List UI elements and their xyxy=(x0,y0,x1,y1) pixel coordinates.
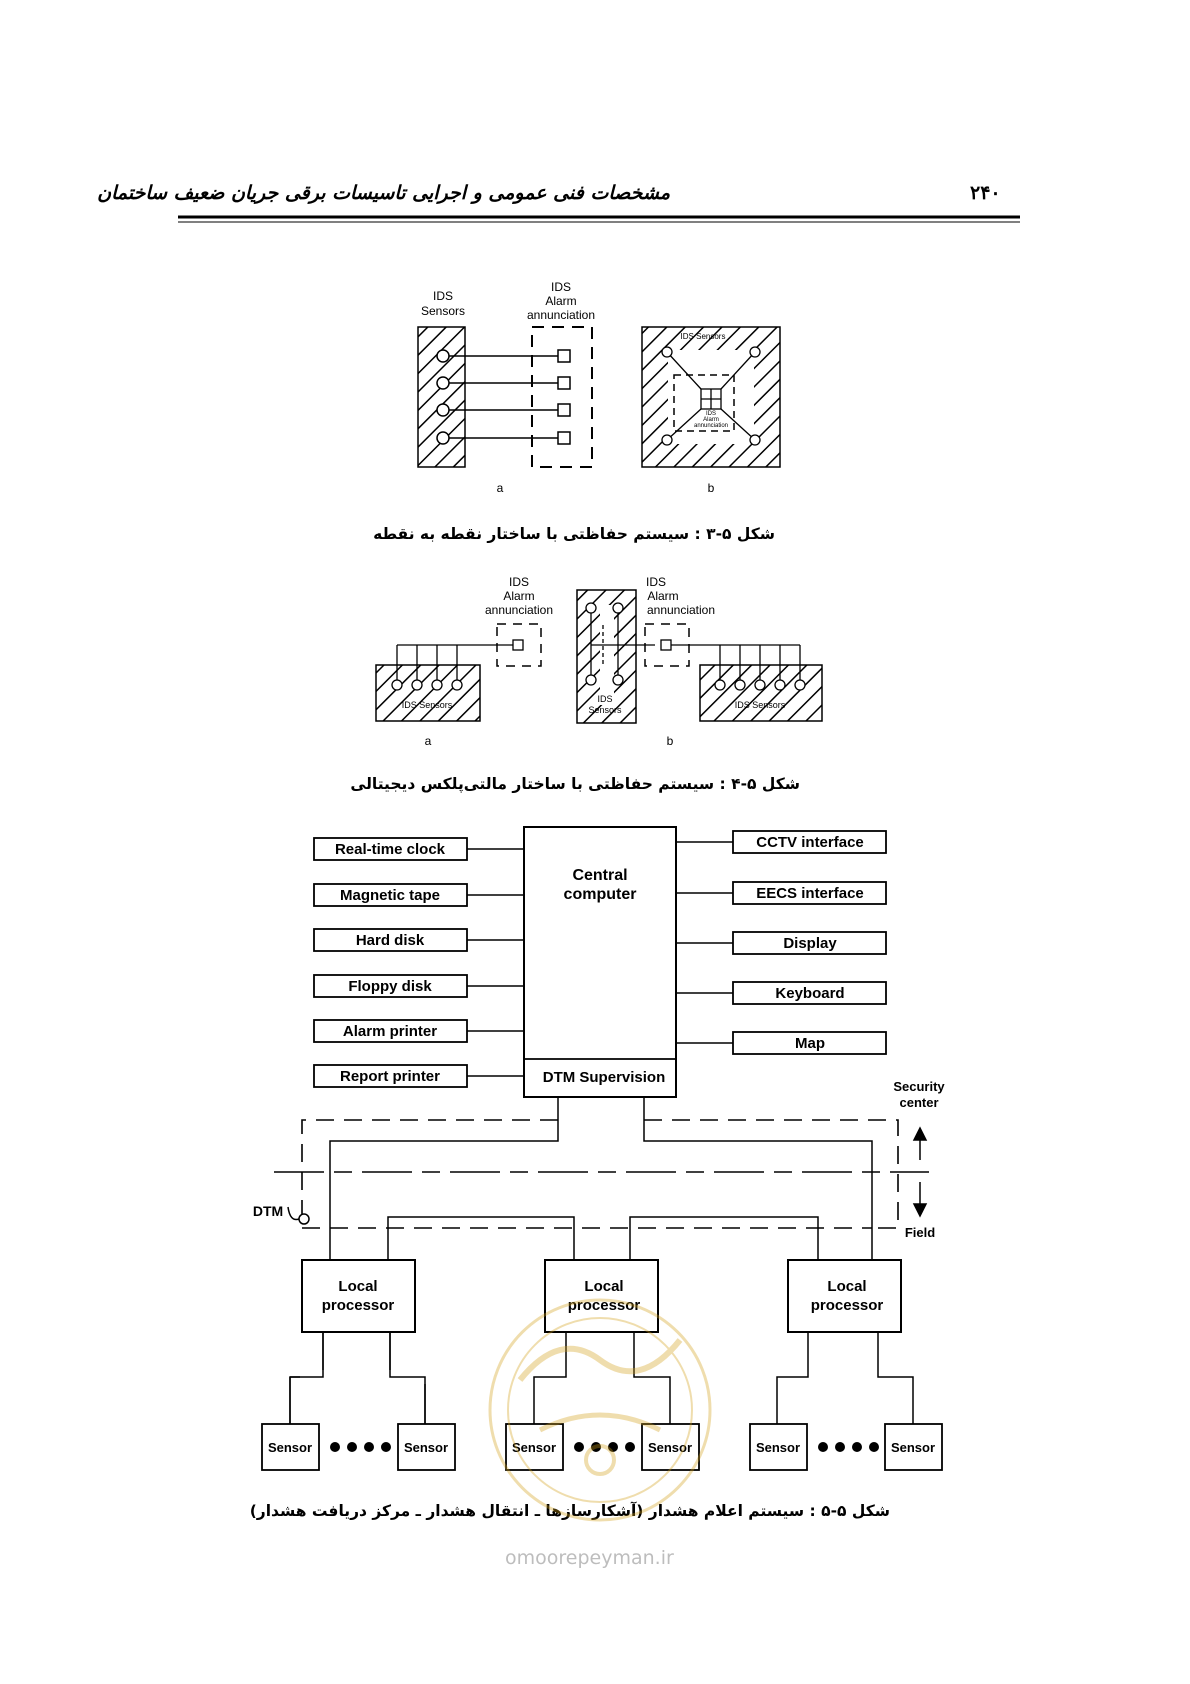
fig5-sensor-6: Sensor xyxy=(891,1440,935,1455)
fig5-left-connectors xyxy=(467,848,524,1077)
figure-4-caption: شکل ۵-۴ : سیستم حفاظتی با ساختار مالتی‌پ… xyxy=(350,775,800,793)
fig3a-links xyxy=(447,355,563,439)
fig3a-sensors xyxy=(436,349,450,445)
fig4b-annunciator xyxy=(660,639,672,651)
fig3b-sensors-label: IDS Sensors xyxy=(681,332,726,341)
fig5-local-processors: Local processor Local processor Local pr… xyxy=(301,1259,902,1333)
fig4a-alarm-label-2: Alarm xyxy=(503,589,534,603)
watermark-url: omoorepeyman.ir xyxy=(505,1547,674,1569)
fig5-local-processor-1-line-2: processor xyxy=(322,1297,395,1314)
fig5-sensors: Sensor Sensor Sensor Sensor Sensor Senso… xyxy=(261,1423,943,1471)
fig3a-sensor-area xyxy=(417,326,466,468)
fig5-bus xyxy=(329,1097,873,1260)
fig5-central-label-2: computer xyxy=(564,886,637,903)
fig4b-right-sensors xyxy=(714,679,806,691)
fig4b-alarm-label-1: IDS xyxy=(646,575,666,589)
fig3b-annunciator-grid xyxy=(700,388,722,410)
fig3a-alarm-label-1: IDS xyxy=(551,280,571,294)
fig3b-alarm-label-2: Alarm xyxy=(703,417,719,423)
fig5-left-boxes: Real-time clock Magnetic tape Hard disk … xyxy=(313,837,468,1088)
page-number: ۲۴۰ xyxy=(970,182,1001,204)
fig3b-alarm-box xyxy=(673,374,735,432)
fig3a-alarm-label-2: Alarm xyxy=(545,294,576,308)
fig4a-annunciator xyxy=(512,639,524,651)
fig4b-right-bus xyxy=(671,644,801,680)
fig5-field-label: Field xyxy=(905,1225,935,1240)
figure-3b-diagram: IDS Sensors IDS Alarm annunciation xyxy=(641,326,781,495)
fig5-box-report-printer: Report printer xyxy=(340,1068,440,1085)
fig5-ellipsis-dots xyxy=(330,1442,879,1452)
fig3a-sensors-label-2: Sensors xyxy=(421,304,465,318)
fig5-box-real-time-clock: Real-time clock xyxy=(335,841,446,858)
fig5-dtm-marker xyxy=(287,1206,310,1225)
fig5-dtm-loop xyxy=(301,1119,899,1229)
fig5-box-display: Display xyxy=(783,935,837,952)
fig4a-alarm-label-1: IDS xyxy=(509,575,529,589)
fig4a-sensors xyxy=(391,679,463,691)
fig5-central-label-1: Central xyxy=(572,867,627,884)
fig5-security-label-2: center xyxy=(899,1095,938,1110)
fig5-box-magnetic-tape: Magnetic tape xyxy=(340,887,440,904)
fig4b-alarm-label-3: annunciation xyxy=(647,603,715,617)
fig5-security-label-1: Security xyxy=(893,1079,945,1094)
fig5-dtm-supervision: DTM Supervision xyxy=(543,1069,666,1086)
fig4b-sublabel: b xyxy=(667,734,674,748)
fig5-local-processor-1-line-1: Local xyxy=(338,1278,377,1295)
figure-3a-diagram: IDS Sensors IDS Alarm annunciation xyxy=(417,280,595,495)
fig4a-bus xyxy=(396,644,513,680)
fig5-local-processor-2-line-2: processor xyxy=(568,1297,641,1314)
figure-4a-diagram: IDS Alarm annunciation IDS Sensors a xyxy=(375,575,553,748)
fig5-right-connectors xyxy=(676,841,733,1044)
fig5-local-processor-2-line-1: Local xyxy=(584,1278,623,1295)
fig5-sensor-1: Sensor xyxy=(268,1440,312,1455)
figure-4b-diagram: IDS Sensors IDS Alarm annunciation xyxy=(576,575,823,748)
fig4a-sublabel: a xyxy=(425,734,432,748)
fig3b-alarm-label-3: annunciation xyxy=(694,423,728,429)
fig5-box-alarm-printer: Alarm printer xyxy=(343,1023,437,1040)
fig5-boundary-arrows xyxy=(912,1126,928,1218)
fig3a-sensors-label-1: IDS xyxy=(433,289,453,303)
fig5-sensor-3: Sensor xyxy=(512,1440,556,1455)
fig4b-sensors-label-left-2: Sensors xyxy=(588,705,622,715)
fig3b-alarm-label-1: IDS xyxy=(706,411,716,417)
fig3b-sensors xyxy=(661,346,761,446)
figure-3-caption: شکل ۵-۳ : سیستم حفاظتی با ساختار نقطه به… xyxy=(373,525,775,543)
fig4b-sensors-label-left-1: IDS xyxy=(597,694,612,704)
fig5-sensor-5: Sensor xyxy=(756,1440,800,1455)
fig4b-left-sensors xyxy=(585,602,624,686)
fig3b-links xyxy=(666,351,756,441)
fig3b-sublabel: b xyxy=(708,481,715,495)
fig3a-sublabel: a xyxy=(497,481,504,495)
fig5-local-processor-3-line-1: Local xyxy=(827,1278,866,1295)
fig5-box-cctv-interface: CCTV interface xyxy=(756,834,864,851)
fig5-box-floppy-disk: Floppy disk xyxy=(348,978,432,995)
fig4b-sensor-area-right xyxy=(699,664,823,722)
fig4a-sensor-area xyxy=(375,664,481,722)
fig5-box-keyboard: Keyboard xyxy=(775,985,844,1002)
fig3a-alarm-label-3: annunciation xyxy=(527,308,595,322)
fig3a-alarm-box xyxy=(531,326,593,468)
fig4a-alarm-label-3: annunciation xyxy=(485,603,553,617)
figure-5-caption: شکل ۵-۵ : سیستم اعلام هشدار (آشکارسازها … xyxy=(249,1502,890,1520)
fig4b-sensors-label-right: IDS Sensors xyxy=(735,700,786,710)
running-header-title: مشخصات فنی عمومی و اجرایی تاسیسات برقی ج… xyxy=(97,182,670,204)
fig5-sensor-2: Sensor xyxy=(404,1440,448,1455)
fig5-central-computer xyxy=(523,826,677,1098)
watermark-seal xyxy=(488,1298,712,1522)
fig5-local-processor-3-line-2: processor xyxy=(811,1297,884,1314)
fig4a-sensors-label: IDS Sensors xyxy=(402,700,453,710)
fig5-box-hard-disk: Hard disk xyxy=(356,932,425,949)
fig5-box-eecs-interface: EECS interface xyxy=(756,885,864,902)
fig4b-alarm-label-2: Alarm xyxy=(647,589,678,603)
fig5-right-boxes: CCTV interface EECS interface Display Ke… xyxy=(732,830,887,1055)
fig5-sensor-4: Sensor xyxy=(648,1440,692,1455)
fig5-dtm-label: DTM xyxy=(253,1203,283,1219)
figure-5-diagram: Real-time clock Magnetic tape Hard disk … xyxy=(253,826,945,1471)
fig5-box-map: Map xyxy=(795,1035,825,1052)
fig3a-annunciators xyxy=(557,349,571,445)
